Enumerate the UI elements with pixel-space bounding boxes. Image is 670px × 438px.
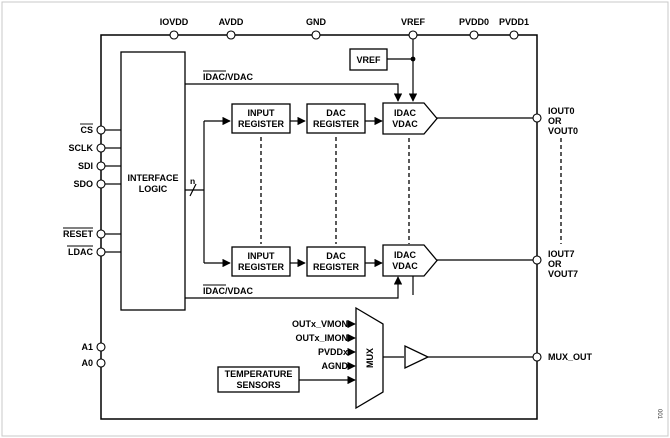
input-register-0-line2: REGISTER xyxy=(238,119,285,129)
vref-wiring xyxy=(387,39,418,295)
mux-input-label: OUTx_VMON xyxy=(292,319,348,329)
out7-label: IOUT7 OR VOUT7 xyxy=(548,249,578,279)
left-pin-label: SDO xyxy=(73,179,93,189)
left-pin-label: RESET xyxy=(63,229,94,239)
input-register-7-line1: INPUT xyxy=(248,251,276,261)
out7-line1: IOUT7 xyxy=(548,249,575,259)
bus-width-label: n xyxy=(190,176,195,186)
idac-vdac-0: IDAC VDAC xyxy=(382,102,438,135)
idac-vdac-7-line1: IDAC xyxy=(394,250,416,260)
left-pin-label: SCLK xyxy=(69,143,94,153)
left-pin-sclk: SCLK xyxy=(69,143,121,153)
left-pin-sdo: SDO xyxy=(73,179,121,189)
mux-input-label: OUTx_IMON xyxy=(295,333,348,343)
vref-block-label: VREF xyxy=(356,55,381,65)
figure-number: 001 xyxy=(656,409,662,420)
input-register-7-line2: REGISTER xyxy=(238,262,285,272)
idac-vdac-0-line2: VDAC xyxy=(392,119,418,129)
left-pin-cs: CS xyxy=(80,123,121,135)
mux-output-buffer xyxy=(404,344,430,370)
top-pin-iovdd: IOVDD xyxy=(160,17,189,40)
left-pin-sdi: SDI xyxy=(78,161,121,171)
mux-block: MUX xyxy=(355,306,384,410)
interface-logic-block: INTERFACE LOGIC xyxy=(120,51,186,311)
pin-mux-out xyxy=(532,352,542,362)
left-pin-label: LDAC xyxy=(68,247,93,257)
idac-vdac-0-line1: IDAC xyxy=(394,108,416,118)
interface-logic-line2: LOGIC xyxy=(139,184,168,194)
idac-vdac-7-line2: VDAC xyxy=(392,261,418,271)
idac-vdac-label-top: IDAC/VDAC xyxy=(203,72,254,82)
left-pin-a1: A1 xyxy=(81,342,106,352)
temperature-sensors-block: TEMPERATURE SENSORS xyxy=(217,366,356,393)
top-pin-label: PVDD0 xyxy=(459,17,489,27)
top-pin-pvdd0: PVDD0 xyxy=(459,17,489,40)
top-pin-pvdd1: PVDD1 xyxy=(499,17,529,40)
temperature-sensors-line1: TEMPERATURE xyxy=(225,369,293,379)
top-pin-label: IOVDD xyxy=(160,17,189,27)
left-pin-ldac: LDAC xyxy=(67,245,121,257)
top-pin-gnd: GND xyxy=(306,17,327,40)
left-pin-a0: A0 xyxy=(81,358,106,368)
mux-inputs: OUTx_VMON OUTx_IMON PVDDx AGND xyxy=(292,319,356,371)
interface-logic-line1: INTERFACE xyxy=(127,173,178,183)
data-bus: n xyxy=(185,116,231,268)
mux-out-label: MUX_OUT xyxy=(548,352,593,362)
dac-register-0-line2: REGISTER xyxy=(313,119,360,129)
input-register-0-line1: INPUT xyxy=(248,108,276,118)
idac-vdac-control-bottom: IDAC/VDAC xyxy=(185,276,403,299)
out0-line3: VOUT0 xyxy=(548,126,578,136)
dac-register-7-line2: REGISTER xyxy=(313,262,360,272)
out0-line2: OR xyxy=(548,116,562,126)
dac-register-0-line1: DAC xyxy=(326,108,346,118)
left-pin-label: SDI xyxy=(78,161,93,171)
idac-vdac-label-bottom: IDAC/VDAC xyxy=(203,286,254,296)
dac-register-7-line1: DAC xyxy=(326,251,346,261)
pin-out7 xyxy=(532,255,542,265)
pin-out0 xyxy=(532,113,542,123)
left-pin-label: A0 xyxy=(81,358,93,368)
left-pin-reset: RESET xyxy=(63,227,121,239)
input-register-7: INPUT REGISTER xyxy=(231,246,291,277)
left-pin-label: A1 xyxy=(81,342,93,352)
top-pin-label: PVDD1 xyxy=(499,17,529,27)
mux-input-label: PVDDx xyxy=(318,347,348,357)
temperature-sensors-line2: SENSORS xyxy=(236,380,280,390)
mux-input-label: AGND xyxy=(322,361,349,371)
idac-vdac-7: IDAC VDAC xyxy=(382,244,438,277)
dac-register-0: DAC REGISTER xyxy=(306,103,366,134)
out0-line1: IOUT0 xyxy=(548,106,575,116)
out0-label: IOUT0 OR VOUT0 xyxy=(548,106,578,136)
top-pin-label: VREF xyxy=(401,17,426,27)
mux-label: MUX xyxy=(365,348,375,368)
idac-vdac-control-top: IDAC/VDAC xyxy=(185,70,403,102)
out7-line2: OR xyxy=(548,259,562,269)
top-pin-label: AVDD xyxy=(219,17,244,27)
input-register-0: INPUT REGISTER xyxy=(231,103,291,134)
dac-register-7: DAC REGISTER xyxy=(306,246,366,277)
top-pin-label: GND xyxy=(306,17,327,27)
vref-block: VREF xyxy=(349,48,388,71)
out7-line3: VOUT7 xyxy=(548,269,578,279)
left-pin-label: CS xyxy=(80,125,93,135)
top-pin-avdd: AVDD xyxy=(219,17,244,40)
